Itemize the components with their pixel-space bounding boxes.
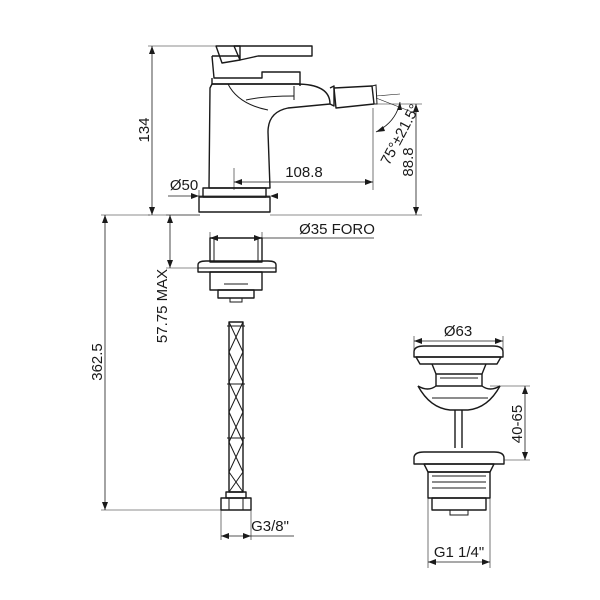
faucet-body: [198, 45, 378, 213]
dim-d50: Ø50: [168, 177, 278, 199]
dim-label-57-75-max: 57.75 MAX: [154, 269, 171, 343]
pop-up-waste: [413, 345, 505, 516]
dim-label-g1-1-4: G1 1/4": [434, 544, 484, 561]
dim-label-d35-foro: Ø35 FORO: [299, 221, 375, 238]
dim-label-d50: Ø50: [170, 177, 198, 194]
flexible-hose: [220, 321, 252, 511]
dim-g3-8: G3/8": [220, 510, 294, 540]
dim-label-88-8: 88.8: [400, 147, 417, 176]
dim-d63: Ø63: [413, 323, 504, 350]
dim-label-134: 134: [136, 117, 153, 142]
mounting-shank: [197, 237, 277, 303]
dim-d35-foro: Ø35 FORO: [209, 221, 375, 241]
dim-label-g3-8: G3/8": [251, 518, 289, 535]
dim-108-8: 108.8: [233, 108, 374, 190]
dim-57-75-max: 57.75 MAX: [154, 214, 200, 343]
dim-134: 134: [136, 45, 234, 216]
dim-label-40-65: 40-65: [509, 405, 526, 443]
dim-label-d63: Ø63: [444, 323, 472, 340]
dim-88-8: 88.8: [270, 103, 422, 216]
dim-label-362-5: 362.5: [89, 343, 106, 381]
dim-362-5: 362.5: [89, 214, 221, 511]
dim-g1-1-4: G1 1/4": [427, 498, 491, 568]
dim-label-108-8: 108.8: [285, 164, 323, 181]
dim-40-65: 40-65: [490, 385, 530, 461]
